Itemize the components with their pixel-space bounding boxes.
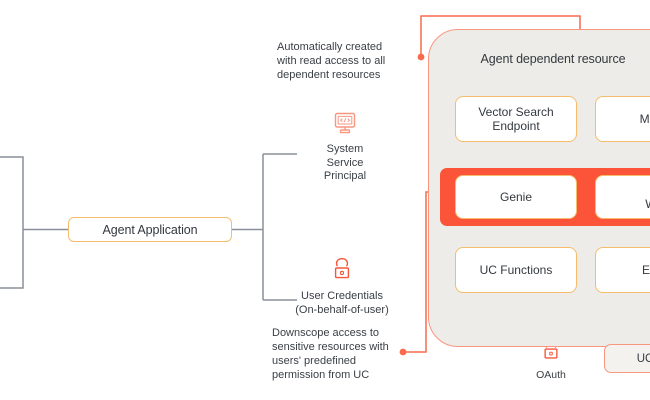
connector-dot-top — [417, 53, 425, 61]
resource-chip-data-warehouse[interactable]: D War — [595, 175, 650, 219]
resource-chip-uc-functions[interactable]: UC Functions — [455, 247, 577, 293]
annotation-system-service-principal: Automatically created with read access t… — [277, 41, 386, 81]
agent-application-node[interactable]: Agent Application — [68, 217, 232, 242]
resource-chip-external[interactable]: Exter — [595, 247, 650, 293]
system-service-principal-group: System Service Principal — [285, 110, 405, 184]
resource-chip-genie[interactable]: Genie — [455, 175, 577, 219]
monitor-code-icon — [332, 110, 358, 141]
agent-dependent-resources-title: Agent dependent resource — [480, 52, 626, 66]
resource-chip-model-serving[interactable]: Model — [595, 96, 650, 142]
user-lock-icon — [330, 255, 354, 288]
oauth-label: OAuth — [536, 369, 566, 381]
system-service-principal-label: System Service Principal — [323, 143, 367, 182]
user-credentials-label: User Credentials (On-behalf-of-user) — [295, 290, 389, 316]
left-bracket — [0, 156, 68, 289]
annotation-user-credentials: Downscope access to sensitive resources … — [272, 327, 389, 381]
resource-chip-uc-connection[interactable]: UC Co — [604, 344, 650, 373]
user-credentials-group: User Credentials (On-behalf-of-user) — [282, 255, 402, 317]
resource-chip-vector-search-endpoint[interactable]: Vector Search Endpoint — [455, 96, 577, 142]
